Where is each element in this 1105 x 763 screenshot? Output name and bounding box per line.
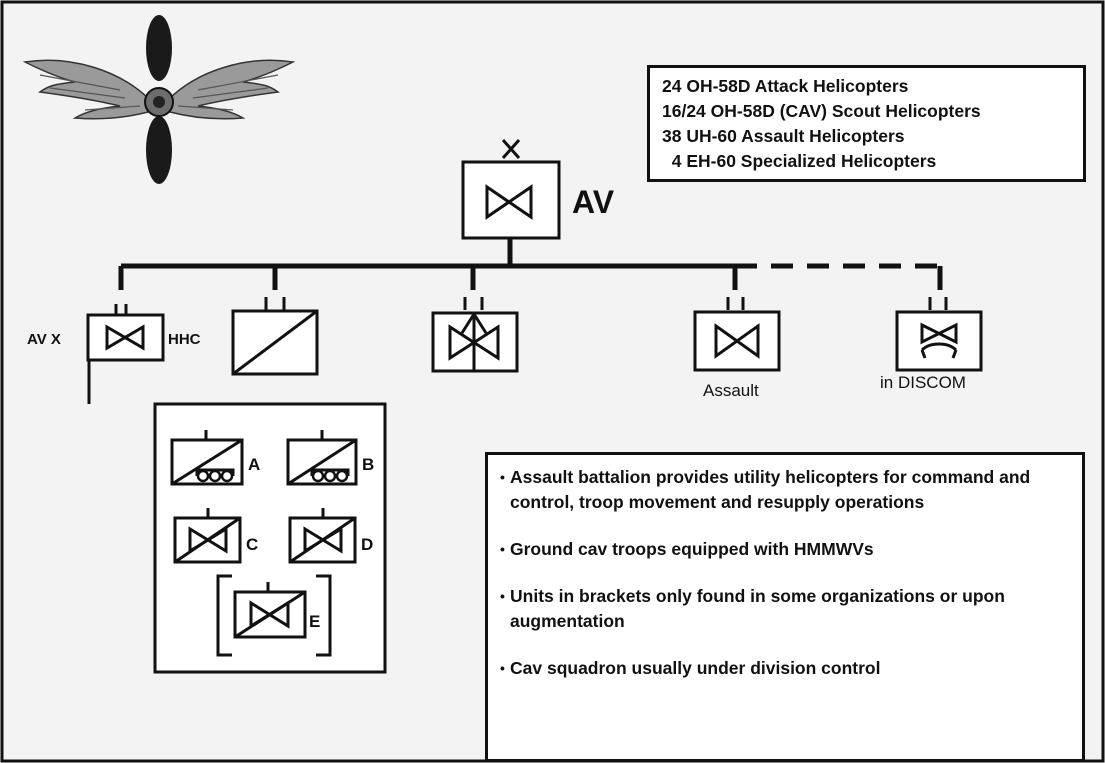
unit-discom-symbol	[895, 297, 983, 372]
aviation-insignia-icon	[22, 15, 296, 184]
company-b-label: B	[362, 455, 374, 474]
company-e-symbol	[216, 574, 332, 657]
note-assault-battalion: Assault battalion provides utility helic…	[500, 465, 1070, 515]
unit-av-symbol	[461, 139, 561, 240]
company-c-symbol	[173, 508, 242, 564]
company-e-label: E	[309, 612, 320, 631]
company-d-label: D	[361, 535, 373, 554]
company-b-symbol	[286, 430, 358, 486]
company-c-label: C	[246, 535, 258, 554]
note-brackets: Units in brackets only found in some org…	[500, 584, 1070, 634]
unit-attack-symbol	[431, 297, 519, 373]
unit-av-label: AV	[572, 184, 615, 220]
summary-line-scout: 16/24 OH-58D (CAV) Scout Helicopters	[662, 101, 981, 121]
company-a-label: A	[248, 455, 260, 474]
unit-hhc-symbol	[86, 304, 165, 404]
company-d-symbol	[288, 508, 357, 564]
assault-label: Assault	[703, 381, 759, 400]
unit-cavalry-symbol	[231, 297, 319, 376]
summary-line-assault: 38 UH-60 Assault Helicopters	[662, 126, 905, 146]
connector-lines	[118, 238, 943, 290]
company-a-symbol	[170, 430, 244, 486]
summary-line-specialized: 4 EH-60 Specialized Helicopters	[662, 151, 937, 171]
note-division-control: Cav squadron usually under division cont…	[500, 656, 1070, 681]
discom-label: in DISCOM	[880, 373, 966, 392]
summary-line-attack: 24 OH-58D Attack Helicopters	[662, 76, 909, 96]
hhc-right-label: HHC	[168, 331, 201, 348]
aircraft-summary-box: 24 OH-58D Attack Helicopters 16/24 OH-58…	[647, 65, 1086, 182]
note-ground-cav: Ground cav troops equipped with HMMWVs	[500, 537, 1070, 562]
hhc-left-label: AV X	[27, 331, 61, 348]
notes-box: Assault battalion provides utility helic…	[485, 452, 1085, 762]
unit-assault-symbol	[693, 297, 781, 372]
